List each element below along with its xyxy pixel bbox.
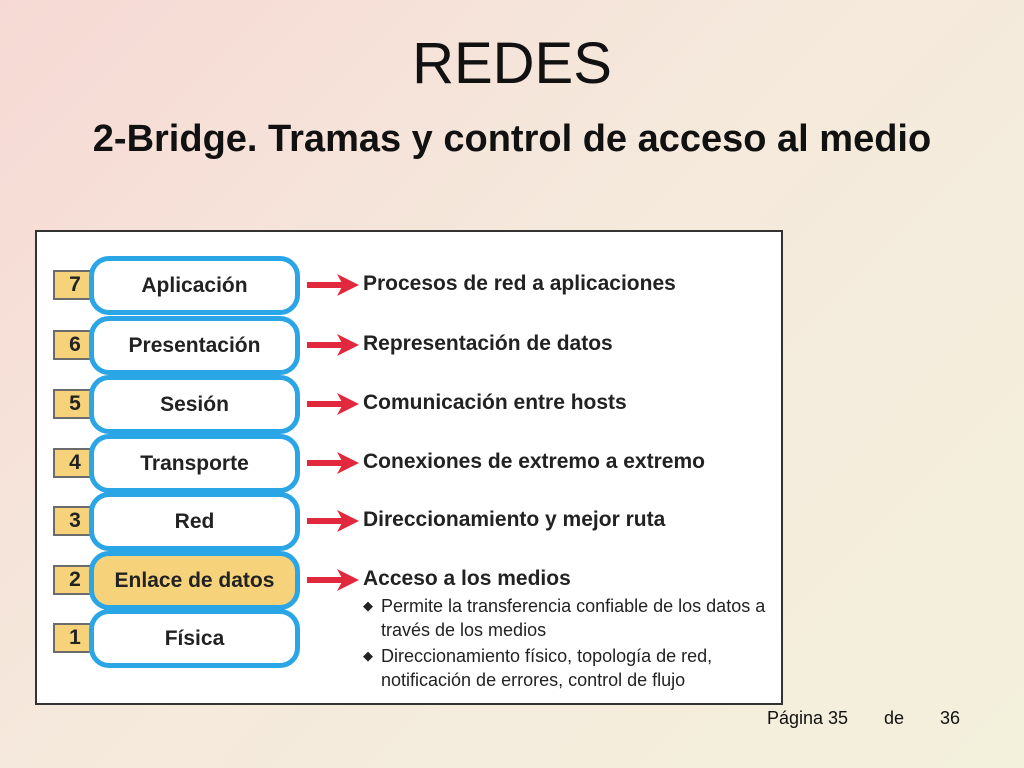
layer-description: Direccionamiento y mejor ruta	[363, 508, 666, 531]
arrow-right-icon	[307, 452, 359, 474]
diamond-bullet-icon: ◆	[363, 648, 373, 663]
arrow-right-icon	[307, 510, 359, 532]
arrow-right-icon	[307, 569, 359, 591]
slide-title: REDES	[412, 31, 612, 96]
layer-description: Comunicación entre hosts	[363, 391, 627, 414]
arrow-right-icon	[307, 334, 359, 356]
layer-name-box: Aplicación	[89, 256, 300, 315]
data-link-bullet-list: ◆ Permite la transferencia confiable de …	[363, 594, 773, 694]
page-label: Página 35	[767, 708, 849, 728]
layer-name-box: Presentación	[89, 316, 300, 375]
page-total: 36	[940, 708, 961, 728]
layer-name-box: Sesión	[89, 375, 300, 434]
layer-description: Representación de datos	[363, 332, 613, 355]
arrow-right-icon	[307, 274, 359, 296]
bullet-text: Direccionamiento físico, topología de re…	[381, 646, 713, 690]
layer-name-box: Enlace de datos	[89, 551, 300, 610]
bullet-text: Permite la transferencia confiable de lo…	[381, 596, 766, 640]
layer-name-box: Transporte	[89, 434, 300, 493]
layer-description: Procesos de red a aplicaciones	[363, 272, 676, 295]
layer-description: Acceso a los medios	[363, 567, 571, 590]
bullet-item: ◆ Direccionamiento físico, topología de …	[363, 644, 773, 692]
bullet-item: ◆ Permite la transferencia confiable de …	[363, 594, 773, 642]
layer-description: Conexiones de extremo a extremo	[363, 450, 705, 473]
arrow-right-icon	[307, 393, 359, 415]
slide-subtitle: 2-Bridge. Tramas y control de acceso al …	[92, 118, 932, 160]
layer-name-box: Física	[89, 609, 300, 668]
layer-name-box: Red	[89, 492, 300, 551]
page-of-label: de	[884, 708, 905, 728]
diamond-bullet-icon: ◆	[363, 598, 373, 613]
